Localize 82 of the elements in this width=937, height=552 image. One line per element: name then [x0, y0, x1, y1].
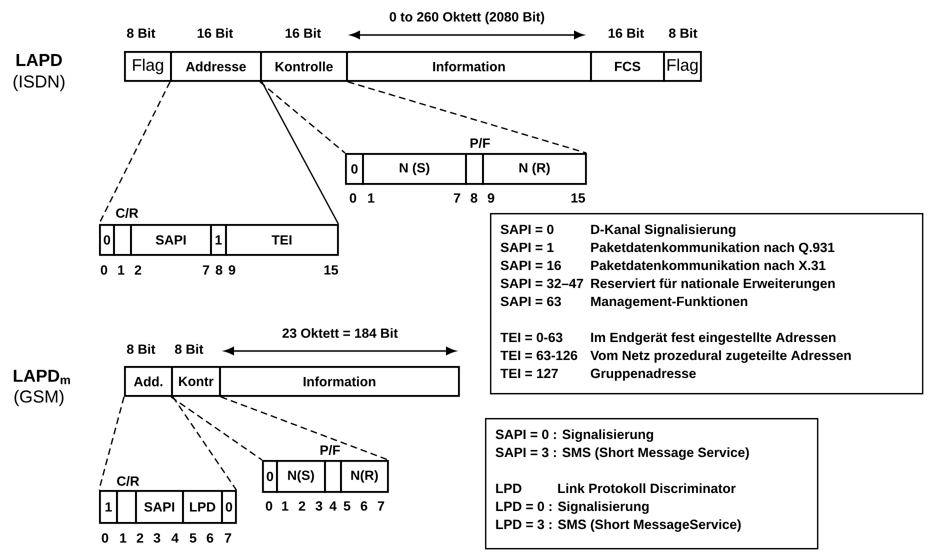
protocol-label: LAPD$_{m}$: [14, 370, 70, 384]
bit-position-number: 4: [172, 533, 179, 543]
bit-name-label: C/R: [117, 476, 140, 486]
bit-field: SAPI: [130, 224, 212, 256]
bit-field: 0: [221, 490, 237, 524]
bit-position-number: 8: [216, 265, 222, 275]
bit-field: Information: [346, 51, 592, 82]
bit-field: N(R): [340, 460, 389, 493]
bit-position-number: 15: [571, 193, 586, 203]
bit-position-number: 7: [202, 265, 210, 275]
bit-position-number: 3: [316, 501, 322, 511]
bit-position-number: 0: [102, 533, 108, 543]
bit-field: Information: [219, 366, 460, 397]
bit-position-number: 5: [344, 501, 350, 511]
bit-position-number: 4: [330, 501, 337, 511]
bit-width-label: 8 Bit: [174, 344, 204, 354]
bit-field: Flag: [663, 51, 702, 82]
bit-width-label: 16 Bit: [198, 28, 233, 38]
projection-line: [170, 396, 262, 461]
bit-field: 0: [345, 153, 364, 185]
projection-line: [220, 396, 389, 461]
info-table: SAPI = 0 D-Kanal Signalisierung SAPI = 1 Paketdatenkommunikation nach Q.931 SAPI = 16 Paketdatenkommunikation nach X.31 SAPI = 32–47 Reserviert für nationale Erweiterungen SAPI = 63 Management-Funktionen TEI = 0-63 Im Endgerät fest eingestellte Adressen TEI = 63-126 Vom Netz prozedural zugeteilte Adressen TEI = 127 Gruppenadresse: [490, 213, 924, 394]
bit-position-number: 0: [100, 265, 108, 275]
bit-field: FCS: [590, 51, 665, 82]
bit-name-label: C/R: [116, 208, 138, 218]
bit-field: Flag: [124, 51, 172, 82]
network-label: (GSM): [14, 390, 64, 406]
bit-position-number: 7: [378, 501, 384, 511]
projection-line: [260, 81, 346, 154]
bit-position-number: 7: [224, 533, 232, 543]
bit-position-number: 2: [298, 501, 306, 511]
bit-field: N (S): [362, 153, 467, 185]
bit-position-number: 0: [350, 193, 356, 203]
bit-field: [113, 224, 132, 256]
projection-line: [261, 82, 339, 224]
bit-field: SAPI: [135, 490, 184, 524]
bit-field: Add.: [124, 366, 173, 397]
bit-width-label: 8 Bit: [126, 28, 156, 38]
bit-position-number: 1: [368, 193, 374, 203]
bit-field: [324, 460, 342, 493]
bit-position-number: 1: [120, 533, 126, 543]
bit-position-number: 0: [266, 501, 272, 511]
bit-field: Kontrolle: [260, 51, 348, 82]
length-label: 23 Oktett = 184 Bit: [282, 328, 398, 338]
bit-field: 0: [262, 460, 278, 493]
bit-position-number: 8: [470, 193, 478, 203]
bit-position-number: 3: [154, 533, 160, 543]
bit-name-label: P/F: [470, 138, 490, 148]
bit-field: TEI: [225, 224, 339, 256]
info-table: SAPI = 0 : Signalisierung SAPI = 3 : SMS (Short Message Service) LPD Link Protokoll Discriminator LPD = 0 : Signalisierung LPD = 3 : SMS (Short MessageService): [485, 418, 818, 550]
bit-width-label: 16 Bit: [286, 28, 321, 38]
bit-width-label: 8 Bit: [668, 28, 698, 38]
bit-width-label: 8 Bit: [126, 344, 156, 354]
bit-position-number: 9: [488, 193, 494, 203]
bit-name-label: P/F: [320, 445, 340, 455]
network-label: (ISDN): [14, 74, 64, 92]
bit-position-number: 6: [360, 501, 368, 511]
bit-field: N(S): [276, 460, 326, 493]
bit-field: 1: [99, 490, 118, 524]
bit-position-number: 1: [118, 265, 124, 275]
bit-position-number: 6: [206, 533, 214, 543]
projection-line: [98, 396, 125, 490]
protocol-label: LAPD: [16, 54, 62, 66]
projection-line: [348, 81, 587, 154]
bit-field: 1: [210, 224, 227, 256]
bit-position-number: 7: [454, 193, 460, 203]
bit-field: [465, 153, 484, 185]
bit-field: [116, 490, 137, 524]
bit-field: 0: [99, 224, 115, 256]
bit-position-number: 5: [190, 533, 196, 543]
length-label: 0 to 260 Oktett (2080 Bit): [390, 12, 544, 24]
projection-line: [98, 82, 171, 224]
bit-position-number: 9: [228, 265, 236, 275]
bit-position-number: 1: [282, 501, 288, 511]
bit-field: Addresse: [170, 51, 262, 82]
bit-position-number: 2: [136, 533, 144, 543]
bit-position-number: 2: [134, 265, 142, 275]
projection-line: [172, 396, 237, 490]
bit-field: LPD: [182, 490, 223, 524]
bit-width-label: 16 Bit: [608, 28, 644, 38]
bit-field: Kontr: [171, 366, 221, 397]
bit-field: N (R): [482, 153, 587, 185]
